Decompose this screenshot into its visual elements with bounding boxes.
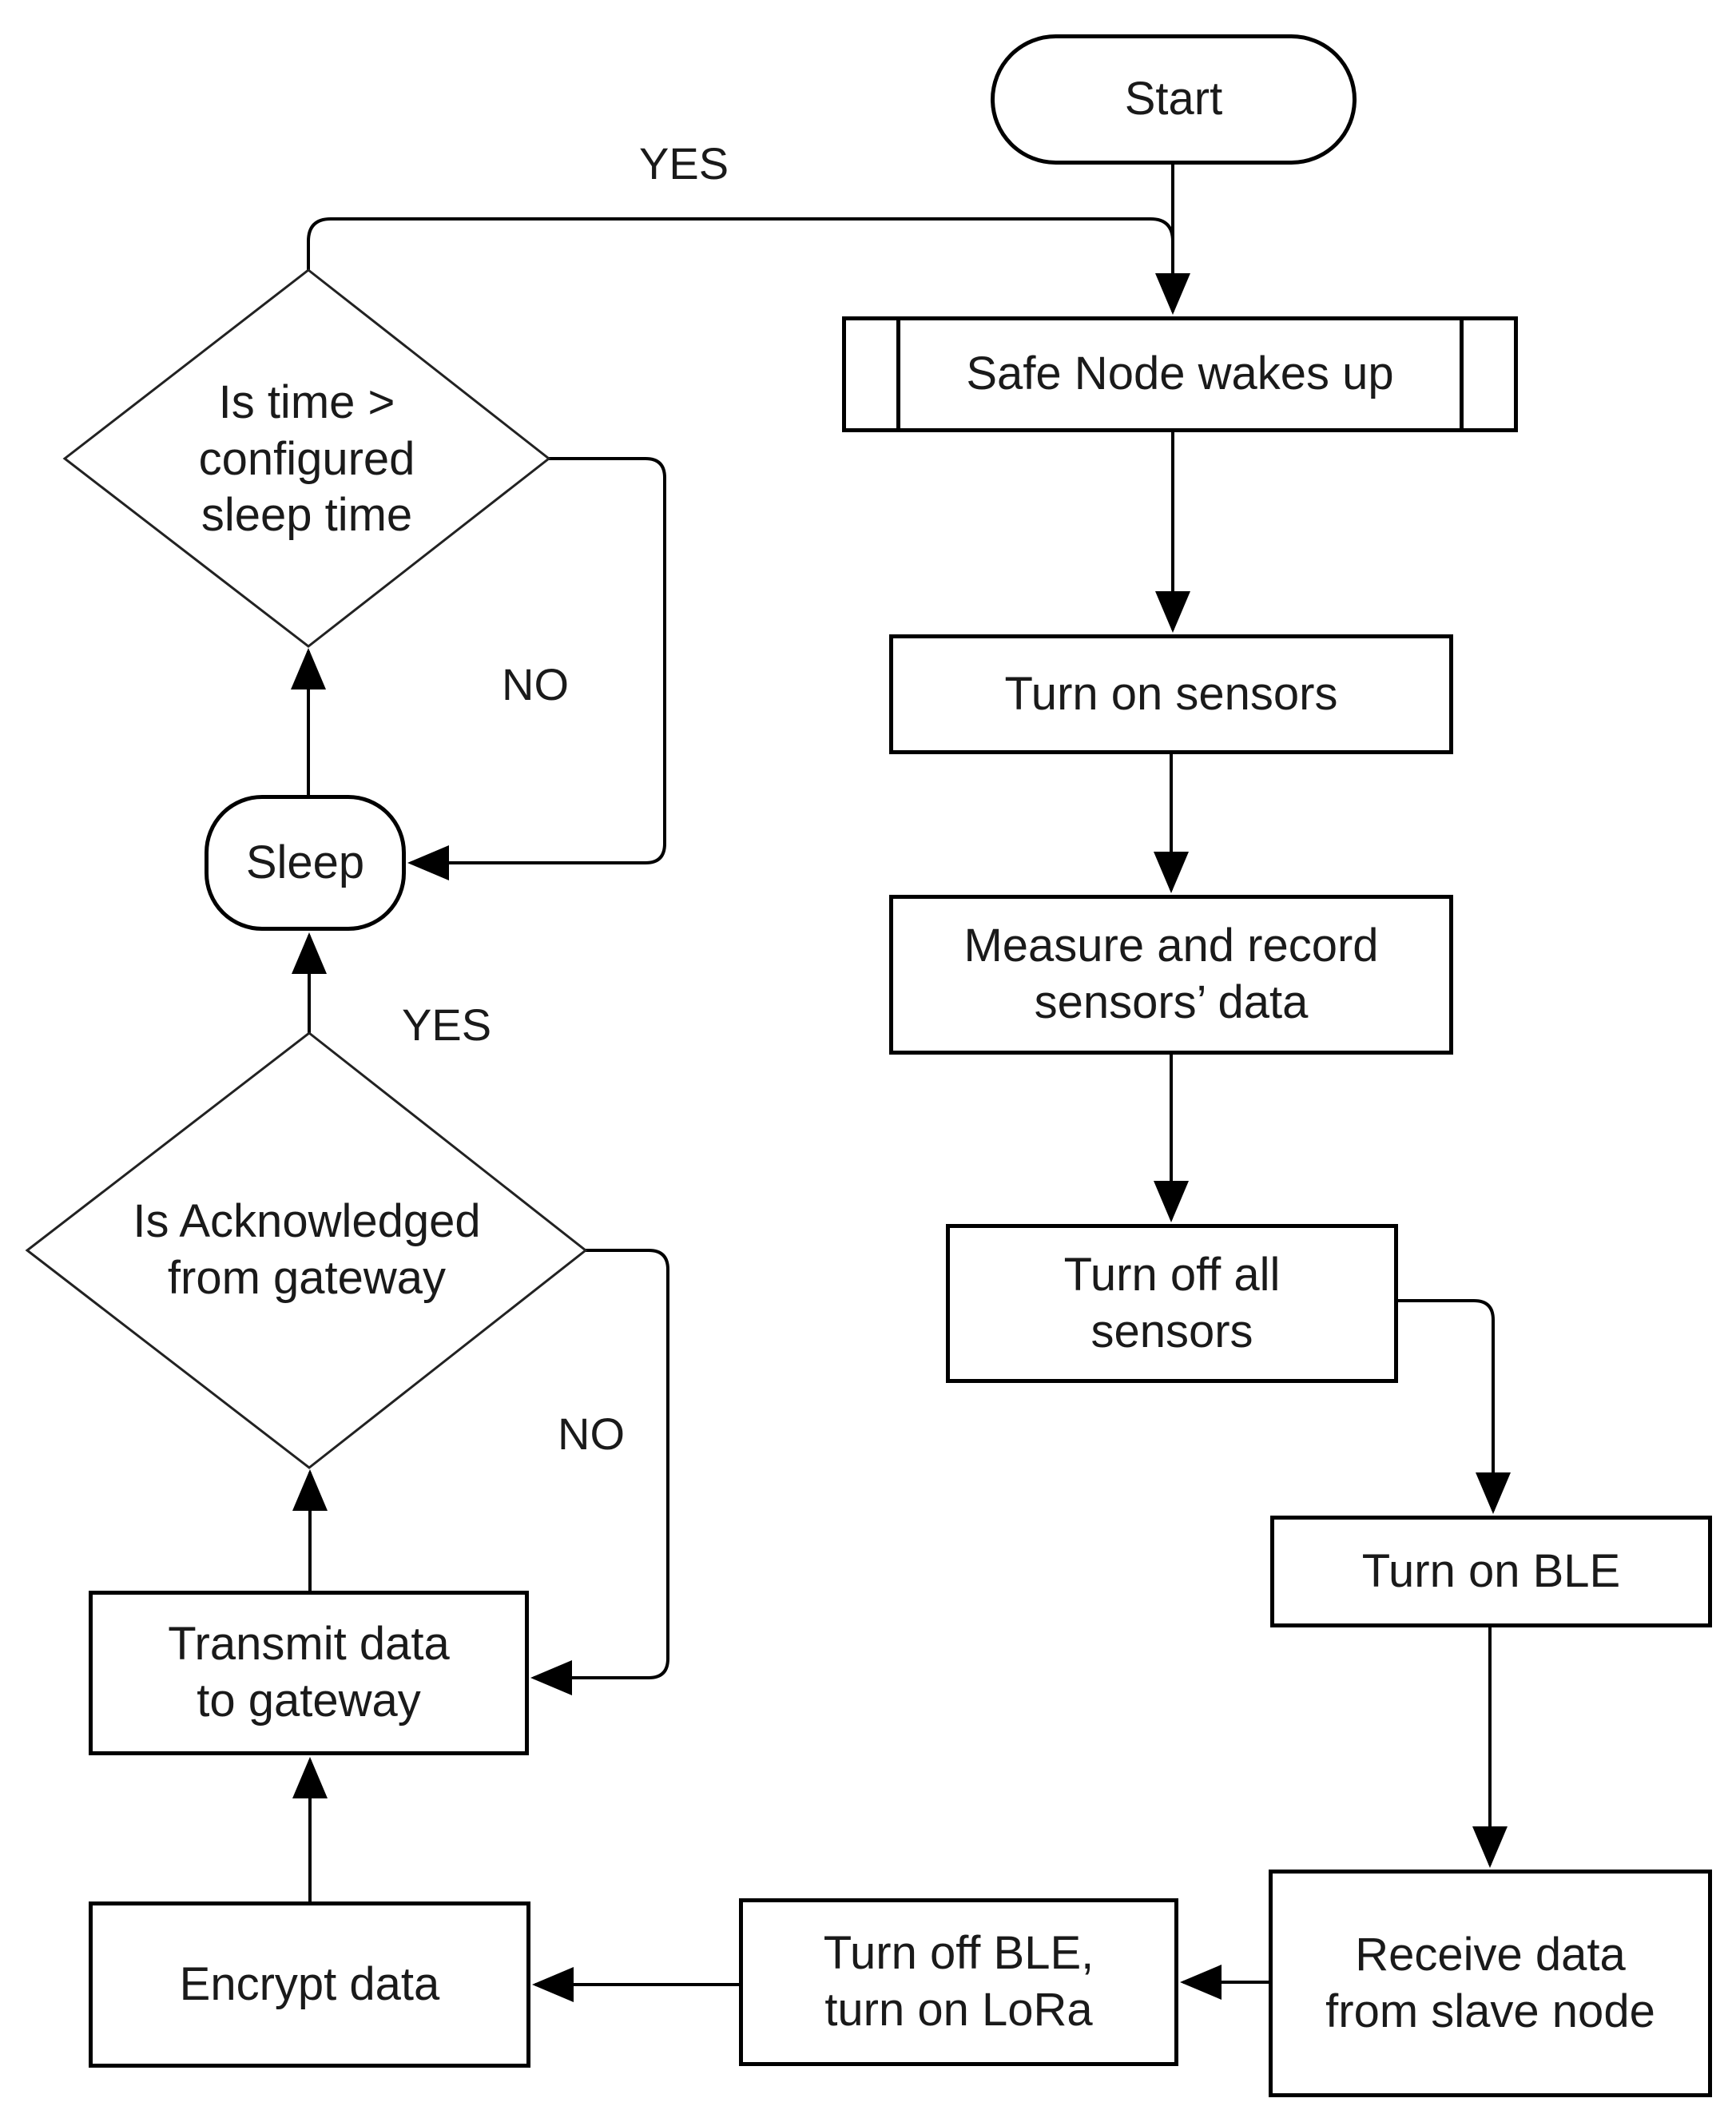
edge-is-time-yes-return xyxy=(307,217,1174,270)
node-measure-and-record: Measure and record sensors’ data xyxy=(889,895,1453,1055)
edge-is-acknowledged-no-loop xyxy=(530,1249,669,1695)
node-sleep: Sleep xyxy=(205,795,406,931)
node-encrypt-data: Encrypt data xyxy=(89,1901,530,2068)
edge-label-no-bottom: NO xyxy=(558,1409,625,1459)
edge-label-no-top: NO xyxy=(502,659,569,709)
decision-is-time-shape xyxy=(62,268,551,648)
node-start: Start xyxy=(991,34,1357,165)
node-transmit-data-to-gateway: Transmit data to gateway xyxy=(89,1591,529,1755)
node-turn-off-ble-turn-on-lora: Turn off BLE, turn on LoRa xyxy=(739,1898,1178,2066)
edge-turn-off-all-to-turn-on-ble xyxy=(1398,1299,1511,1514)
node-safe-node-wakes-up: Safe Node wakes up xyxy=(842,316,1518,432)
decision-is-time-label: Is time > configured sleep time xyxy=(198,376,415,542)
node-turn-on-sensors: Turn on sensors xyxy=(889,634,1453,754)
edge-is-time-no-loop xyxy=(407,457,666,880)
node-turn-off-all-sensors: Turn off all sensors xyxy=(946,1224,1398,1383)
decision-is-acknowledged-shape xyxy=(25,1031,588,1469)
node-receive-data-from-slave: Receive data from slave node xyxy=(1269,1870,1712,2097)
node-turn-on-ble: Turn on BLE xyxy=(1270,1516,1712,1627)
edge-label-yes-mid: YES xyxy=(402,999,492,1050)
edge-label-yes-top: YES xyxy=(639,138,729,189)
decision-is-acknowledged-label: Is Acknowledged from gateway xyxy=(133,1195,481,1304)
